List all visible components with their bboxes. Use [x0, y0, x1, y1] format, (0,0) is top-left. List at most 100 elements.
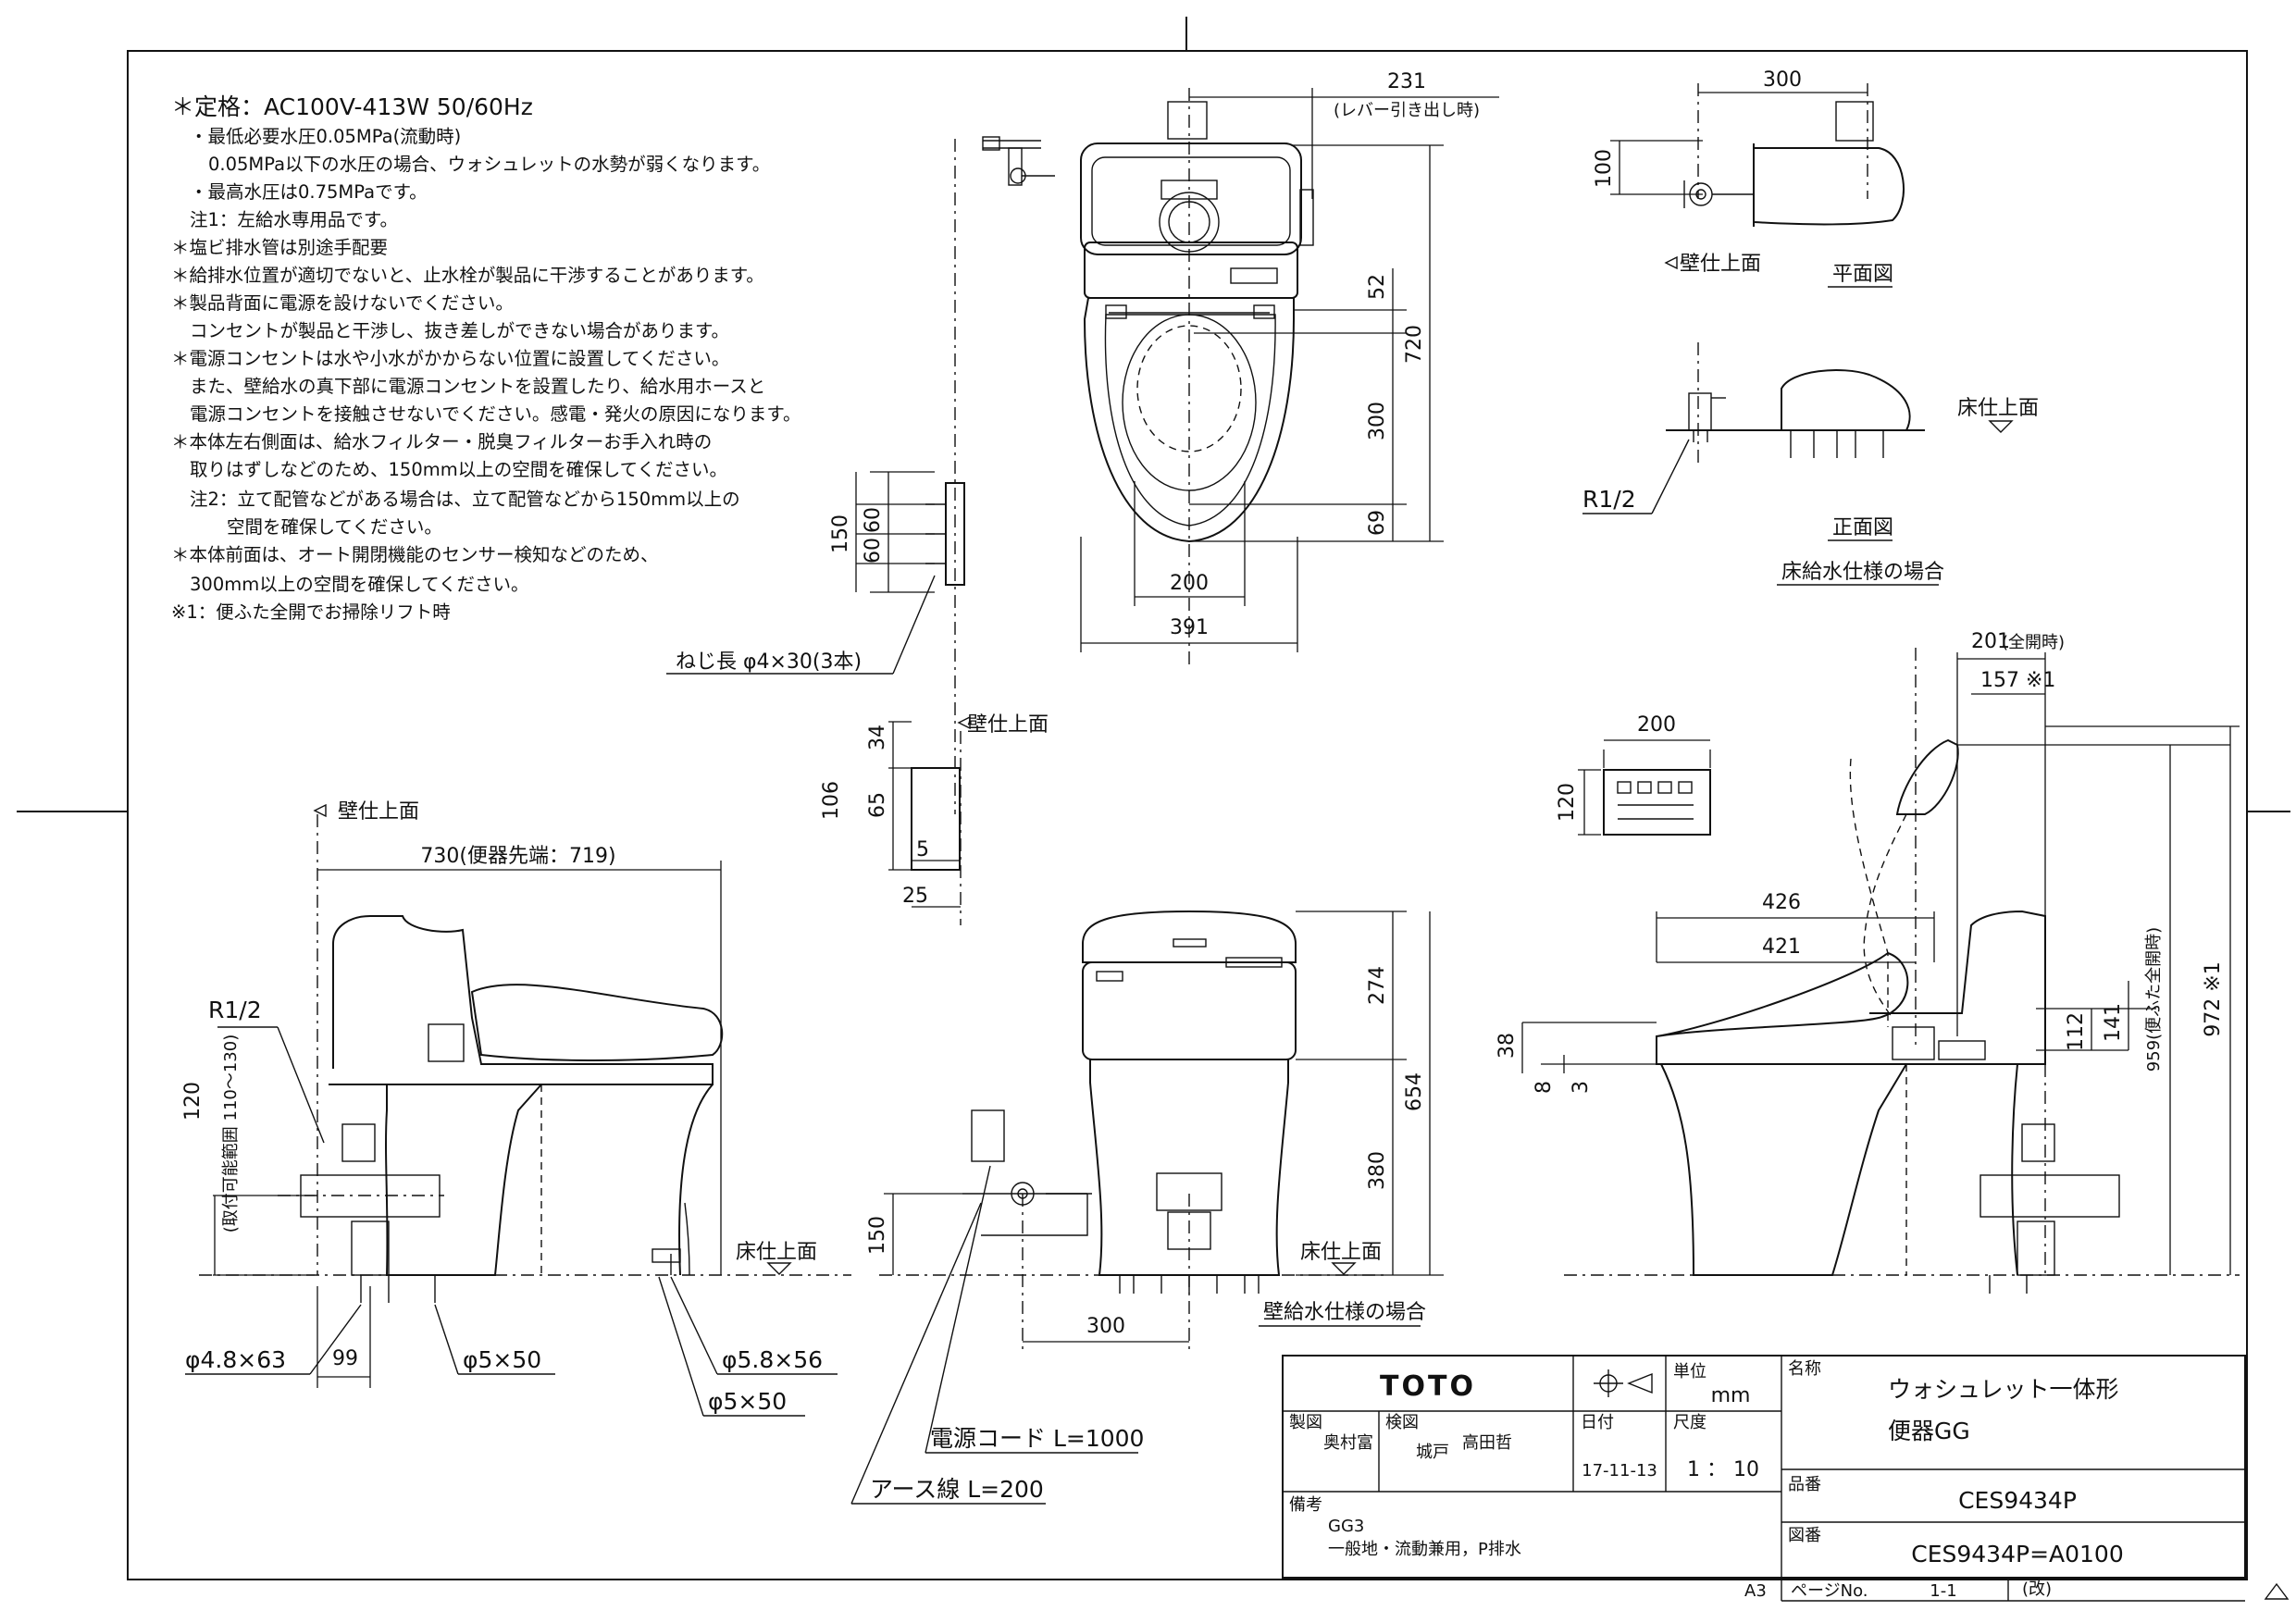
- top-plan-view: 231 (レバー引き出し時) 720 52 300 69 200 391 1: [666, 70, 1499, 814]
- notes-block: ＊定格：AC100V-413W 50/60Hz ・最低必要水圧0.05MPa(流…: [171, 93, 800, 623]
- title-block: TOTO 単位 mm 製図 奥村富 検図 城戸 高田哲 日付 17-11-13 …: [1282, 1355, 2246, 1602]
- tb-check-by2: 高田哲: [1462, 1433, 1512, 1453]
- lever-note: (レバー引き出し時): [1334, 101, 1480, 120]
- sv-bolt3: φ5.8×56: [722, 1346, 823, 1373]
- tb-scale: 1 ： 10: [1687, 1458, 1759, 1481]
- sv-floor-label: 床仕上面: [736, 1241, 817, 1264]
- sv-dim-730: 730(便器先端：719): [420, 845, 615, 868]
- rs-dim-3: 3: [1570, 1081, 1593, 1094]
- sv-r12: R1/2: [208, 997, 262, 1023]
- fv-floor-label: 床仕上面: [1300, 1241, 1382, 1264]
- floor-supply-view: 300 100 壁仕上面 平面図 床仕上面 R1/2 正面図: [1582, 68, 2039, 586]
- fv-dim-380: 380: [1366, 1151, 1389, 1190]
- fv-dim-106: 106: [820, 781, 843, 820]
- fv-dim-5: 5: [916, 838, 929, 861]
- rs-dim-426: 426: [1762, 891, 1801, 914]
- tb-remark-label: 備考: [1289, 1495, 1322, 1515]
- tb-remark1: GG3: [1328, 1517, 1364, 1536]
- note-line: 電源コンセントを接触させないでください。感電・発火の原因になります。: [190, 403, 800, 425]
- fv-dim-654: 654: [1403, 1072, 1426, 1111]
- fs-front-label: 正面図: [1832, 516, 1893, 539]
- fs-plan-label: 平面図: [1832, 263, 1893, 286]
- remote-60b: 60: [862, 538, 885, 564]
- dim-69: 69: [1366, 510, 1389, 536]
- dim-300: 300: [1366, 402, 1389, 440]
- dim-391: 391: [1170, 616, 1209, 639]
- rs-dim-959: 959(便ふた全開時): [2144, 927, 2164, 1072]
- fv-earth: アース線 L=200: [870, 1476, 1044, 1503]
- sheet-frame: [17, 17, 2290, 1600]
- sv-bolt2: φ5×50: [463, 1346, 541, 1373]
- note-line: ＊給排水位置が適切でないと、止水栓が製品に干渉することがあります。: [171, 265, 764, 286]
- note-line: コンセントが製品と干渉し、抜き差しができない場合があります。: [190, 320, 729, 341]
- fv-dim-65: 65: [866, 792, 889, 818]
- sv-range: (取付可能範囲 110～130): [221, 1035, 241, 1233]
- tb-scale-label: 尺度: [1673, 1413, 1706, 1432]
- rs-dim-38: 38: [1496, 1033, 1519, 1059]
- tb-name1: ウォシュレット一体形: [1888, 1376, 2119, 1403]
- note-line: ・最低必要水圧0.05MPa(流動時): [190, 126, 461, 147]
- fv-dim-150: 150: [866, 1216, 889, 1255]
- tb-drawing: CES9434P=A0100: [1911, 1541, 2124, 1567]
- note-line: 注1：左給水専用品です。: [190, 209, 398, 230]
- sv-bolt1: φ4.8×63: [185, 1346, 286, 1373]
- fs-r12: R1/2: [1582, 486, 1636, 513]
- side-view: 壁仕上面 730(便器先端：719) R1/2 120 (取付可能範囲 110～…: [181, 800, 851, 1417]
- note-line: 取りはずしなどのため、150mm以上の空間を確保してください。: [190, 459, 727, 480]
- fs-floor-label: 床仕上面: [1957, 397, 2039, 420]
- tb-page: 1-1: [1930, 1581, 1956, 1601]
- rs-dim-201: 201: [1971, 630, 2010, 653]
- tb-page-label: ページNo.: [1791, 1581, 1868, 1601]
- fs-dim-100: 100: [1593, 149, 1616, 188]
- tb-sheet-size: A3: [1744, 1581, 1767, 1601]
- note-line: ＊定格：AC100V-413W 50/60Hz: [171, 93, 533, 120]
- tb-made-by: 奥村富: [1323, 1433, 1373, 1453]
- note-line: ＊製品背面に電源を設けないでください。: [171, 292, 514, 314]
- rs-dim-8: 8: [1533, 1081, 1556, 1094]
- note-line: 空間を確保してください。: [227, 516, 442, 538]
- dim-720: 720: [1403, 325, 1426, 364]
- rs-dim-421: 421: [1762, 935, 1801, 959]
- fv-caption: 壁給水仕様の場合: [1263, 1301, 1426, 1324]
- rs-dim-201-note: (全開時): [2002, 633, 2065, 652]
- tb-check-by1: 城戸: [1416, 1443, 1449, 1462]
- fv-dim-274: 274: [1366, 966, 1389, 1005]
- tb-unit: mm: [1711, 1384, 1751, 1407]
- tb-date-label: 日付: [1581, 1413, 1614, 1432]
- rs-dim-141: 141: [2102, 1003, 2125, 1042]
- tb-name-label: 名称: [1788, 1359, 1821, 1379]
- tb-check-label: 検図: [1385, 1413, 1419, 1432]
- tb-date: 17-11-13: [1582, 1461, 1657, 1481]
- rs-dim-200: 200: [1637, 713, 1676, 737]
- rs-dim-112: 112: [2065, 1012, 2088, 1051]
- dim-52: 52: [1366, 274, 1389, 300]
- dim-231: 231: [1387, 70, 1426, 93]
- note-line: 300mm以上の空間を確保してください。: [190, 574, 529, 595]
- note-line: ＊本体左右側面は、給水フィルター・脱臭フィルターお手入れ時の: [171, 431, 712, 452]
- fs-caption: 床給水仕様の場合: [1781, 561, 1944, 584]
- rs-dim-972: 972 ※1: [2202, 961, 2225, 1036]
- fs-dim-300: 300: [1763, 68, 1802, 92]
- tb-made-label: 製図: [1289, 1413, 1322, 1432]
- tb-drawing-label: 図番: [1788, 1526, 1821, 1545]
- tb-part: CES9434P: [1958, 1487, 2077, 1514]
- fv-wall-label: 壁仕上面: [967, 713, 1049, 737]
- sv-wall-label: 壁仕上面: [338, 800, 419, 824]
- sv-dim-99: 99: [332, 1347, 358, 1370]
- note-line: ＊塩ビ排水管は別途手配要: [171, 237, 388, 258]
- right-side-view: 201 (全開時) 157 ※1 200 120: [1496, 630, 2240, 1294]
- tb-part-label: 品番: [1788, 1475, 1821, 1494]
- tb-remark2: 一般地・流動兼用，P排水: [1328, 1540, 1521, 1559]
- note-line: ・最高水圧は0.75MPaです。: [190, 181, 428, 203]
- remote-60a: 60: [862, 507, 885, 533]
- dim-200: 200: [1170, 572, 1209, 595]
- rs-dim-120: 120: [1556, 783, 1579, 822]
- fv-cord: 電源コード L=1000: [930, 1425, 1144, 1452]
- remote-150: 150: [829, 514, 852, 553]
- sv-bolt4: φ5×50: [708, 1388, 787, 1415]
- tb-brand: TOTO: [1380, 1370, 1476, 1403]
- note-line: ＊電源コンセントは水や小水がかからない位置に設置してください。: [171, 348, 729, 369]
- note-line: ＊本体前面は、オート開閉機能のセンサー検知などのため、: [171, 544, 659, 565]
- tb-name2: 便器GG: [1888, 1418, 1970, 1444]
